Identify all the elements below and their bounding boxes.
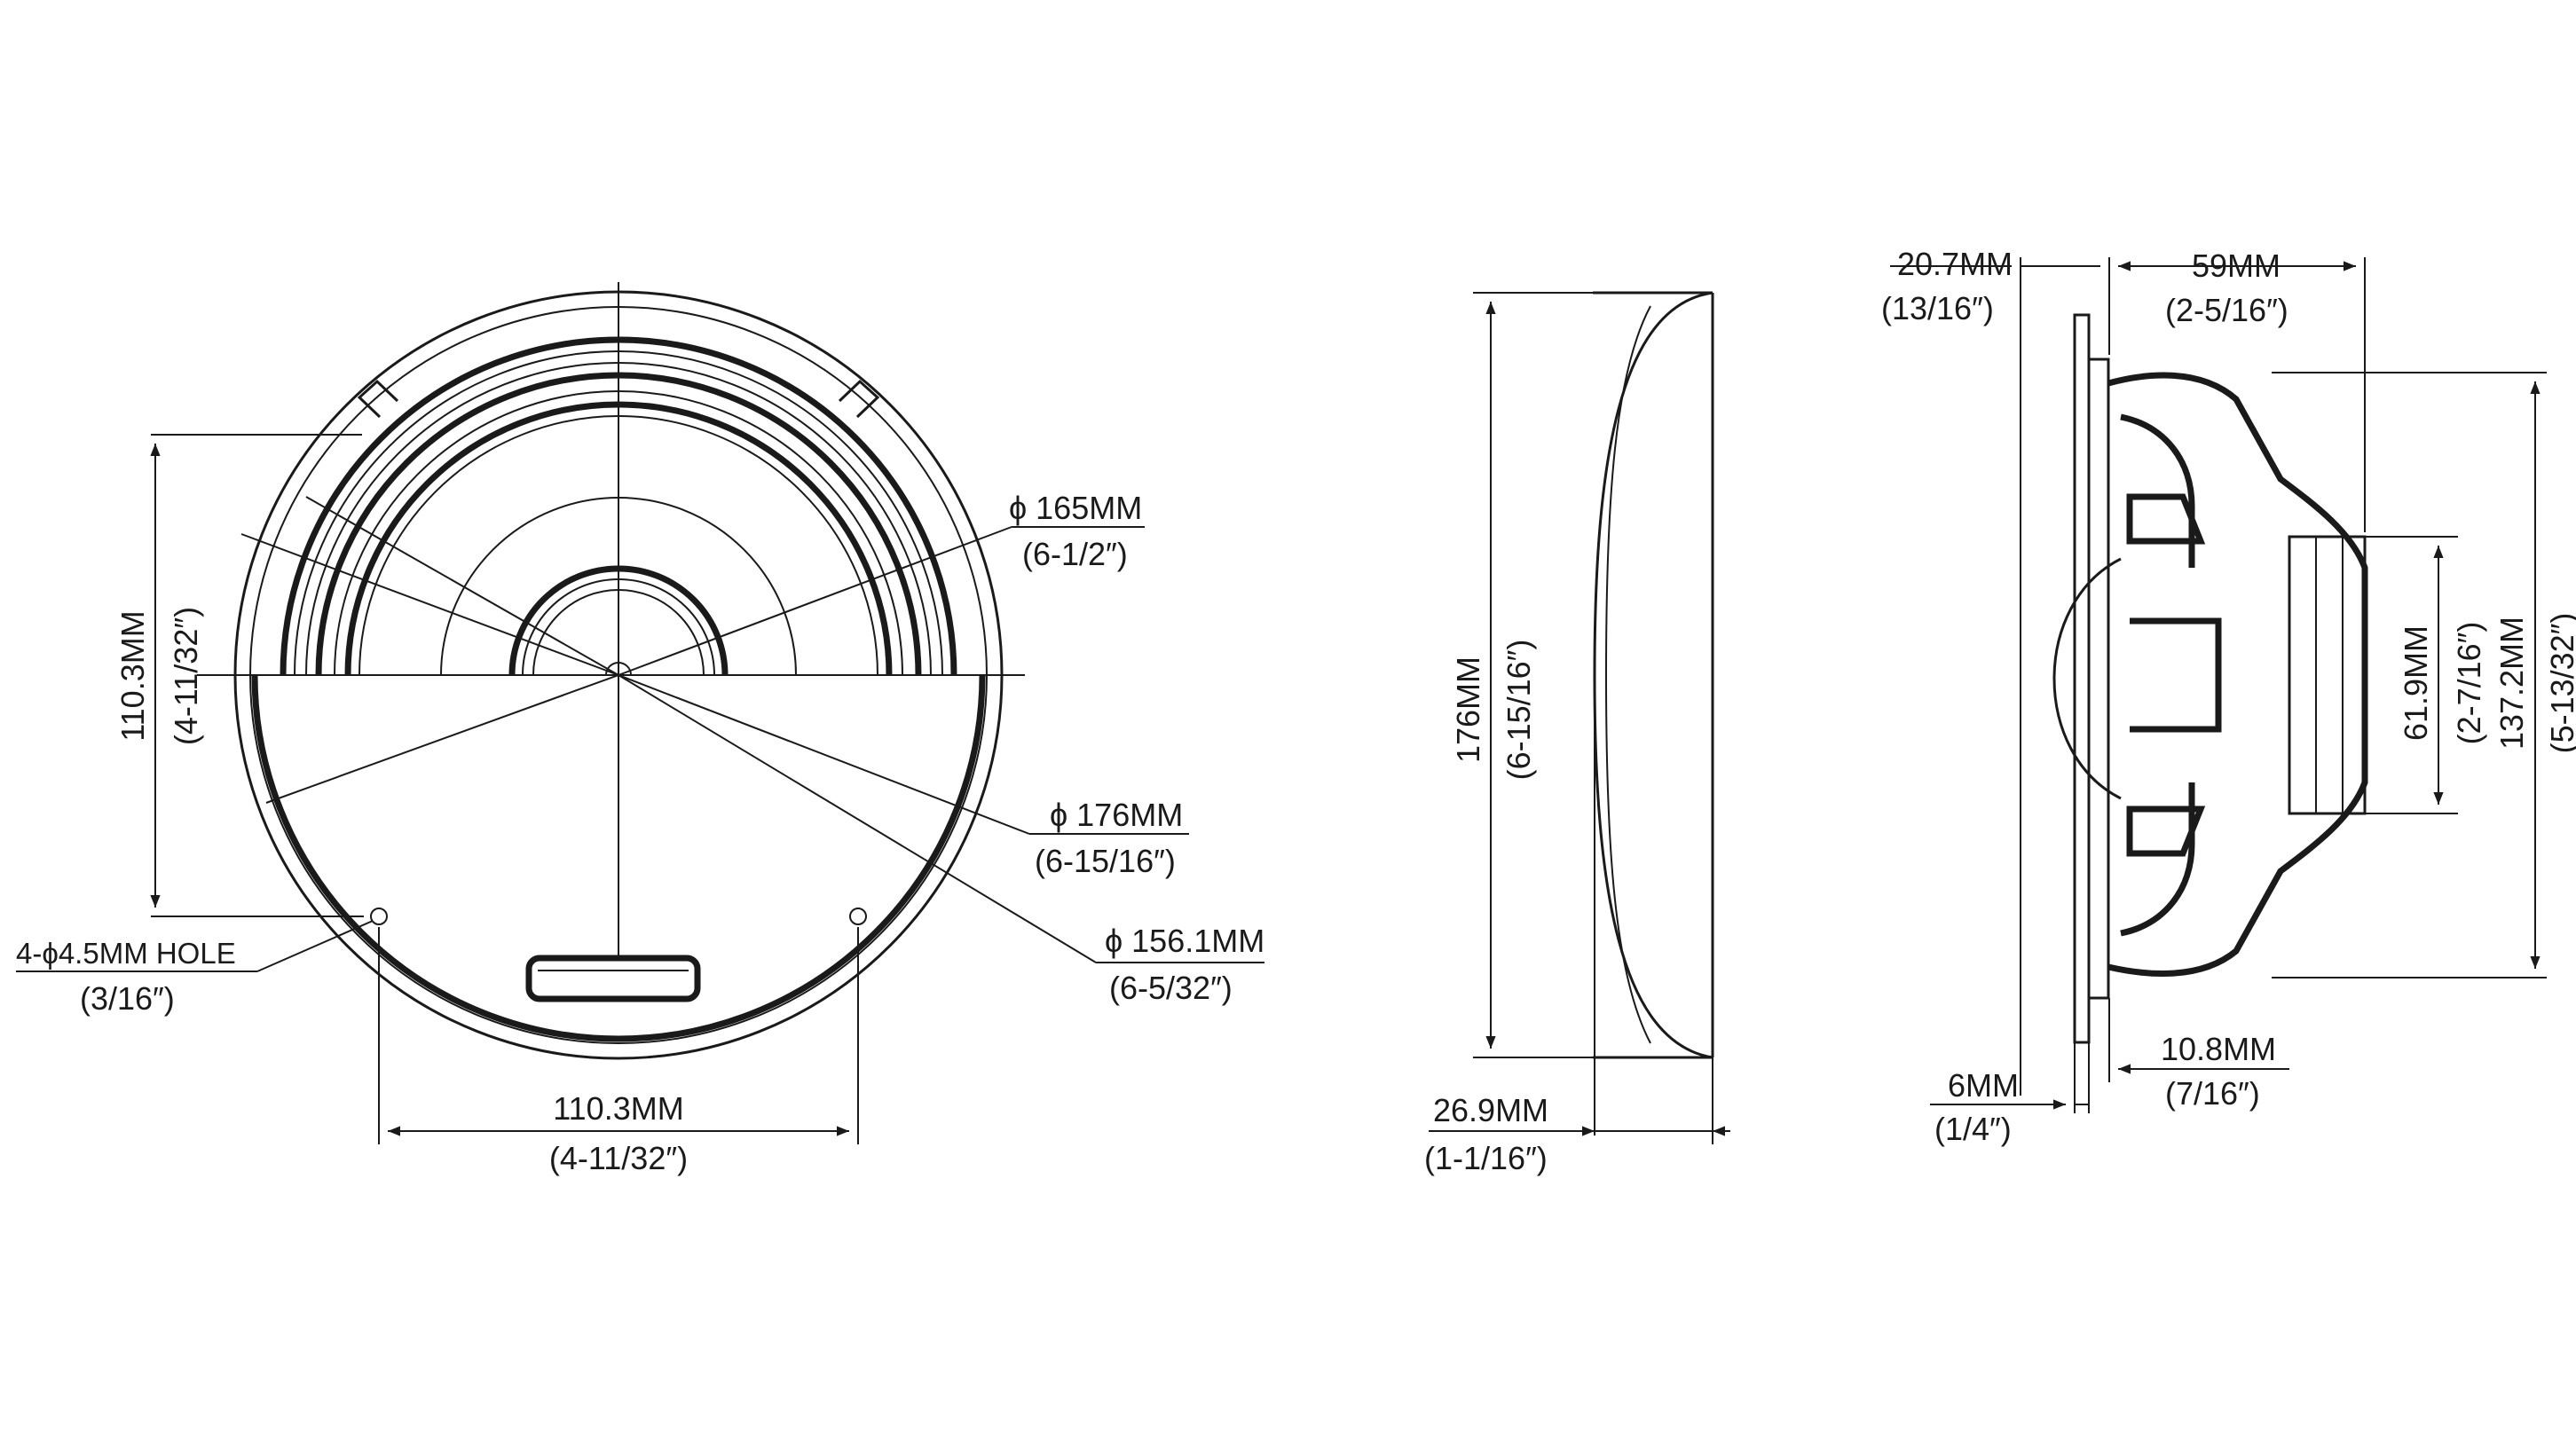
dim-magnet-imperial: (2-7/16″)	[2451, 622, 2487, 745]
dim-hole-metric: 4-ϕ4.5MM HOLE	[16, 937, 236, 970]
grille-lower-half	[251, 675, 986, 1042]
basket-spoke-upper	[2126, 493, 2206, 545]
dim-grille-depth-imperial: (1-1/16″)	[1424, 1140, 1548, 1176]
speaker-side-view: 20.7MM (13/16″) 59MM (2-5/16″) 61.9MM (2…	[1881, 246, 2576, 1147]
dim-grille-height-imperial: (6-15/16″)	[1501, 640, 1537, 781]
dim-bottom-imperial: (4-11/32″)	[549, 1140, 688, 1176]
dim-left-metric: 110.3MM	[114, 610, 151, 741]
dim-flange-offset-imperial: (13/16″)	[1881, 290, 1994, 326]
basket-spoke-middle	[2130, 617, 2222, 733]
mount-hole-left	[370, 908, 388, 925]
dust-dome	[2052, 557, 2122, 800]
top-right-tab	[838, 379, 880, 419]
dim-cutout-metric: ϕ 156.1MM	[1105, 923, 1264, 959]
dim-flange-imperial: (1/4″)	[1934, 1111, 2012, 1147]
grille-profile-outer	[1593, 291, 1713, 1059]
dim-speaker-depth-metric-2: 59MM	[2192, 248, 2281, 284]
grille-slot	[525, 955, 701, 1002]
dim-cutout-imperial: (6-5/32″)	[1109, 970, 1233, 1006]
front-view: 110.3MM (4-11/32″) 110.3MM (4-11/32″) ϕ …	[16, 282, 1264, 1176]
dim-bottom-metric: 110.3MM	[553, 1090, 683, 1127]
dim-flange-metric: 6MM	[1948, 1067, 2019, 1104]
dim-basket-imperial: (5-13/32″)	[2544, 613, 2576, 754]
flange-ring	[2087, 358, 2110, 1000]
speaker-basket	[2107, 372, 2368, 977]
dim-speaker-depth-imperial: (2-5/16″)	[2165, 292, 2288, 328]
grille-side-view: 176MM (6-15/16″) 26.9MM (1-1/16″)	[1424, 291, 1730, 1176]
leader-176	[618, 674, 1030, 835]
dim-grille-height-metric: 176MM	[1450, 656, 1486, 763]
dim-outer-imperial: (6-1/2″)	[1022, 536, 1128, 572]
dim-hole-imperial: (3/16″)	[80, 980, 175, 1017]
magnet	[2288, 535, 2367, 815]
dim-gap-imperial: (7/16″)	[2165, 1075, 2260, 1112]
mount-hole-right	[849, 908, 867, 925]
dim-mount-imperial: (6-15/16″)	[1035, 843, 1176, 879]
leader-156	[618, 674, 1097, 963]
top-left-tab	[357, 379, 399, 419]
leader-165	[618, 526, 1012, 676]
speaker-flange	[2073, 313, 2091, 1044]
dim-gap-metric: 10.8MM	[2161, 1031, 2276, 1067]
dim-left-imperial: (4-11/32″)	[168, 607, 204, 745]
dim-flange-offset-metric: 20.7MM	[1897, 246, 2013, 282]
dim-magnet-metric: 61.9MM	[2398, 625, 2434, 741]
basket-spoke-lower	[2126, 806, 2206, 857]
dim-mount-metric: ϕ 176MM	[1050, 797, 1183, 833]
dim-grille-depth-metric: 26.9MM	[1433, 1092, 1548, 1128]
dim-outer-metric: ϕ 165MM	[1009, 490, 1142, 526]
dim-basket-metric: 137.2MM	[2493, 617, 2530, 750]
